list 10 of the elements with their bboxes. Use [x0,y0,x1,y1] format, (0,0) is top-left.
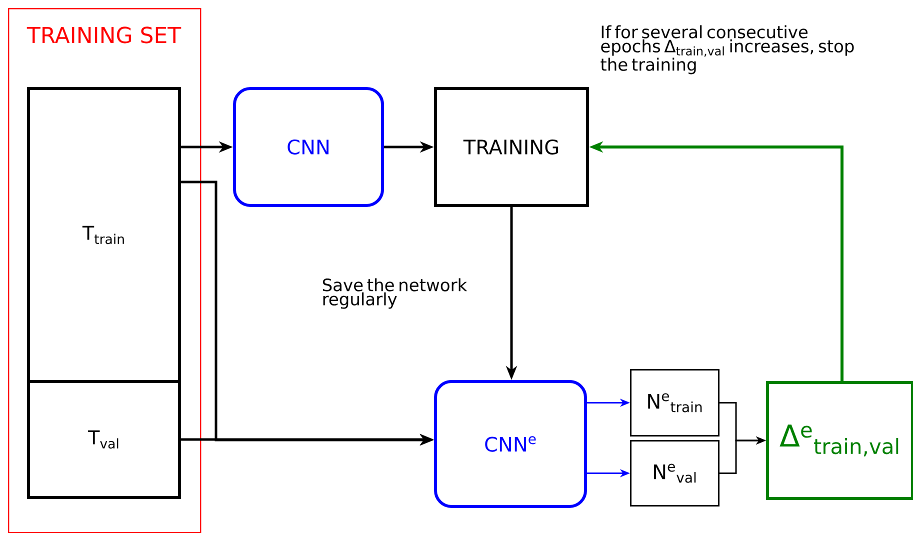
data-box: T$_{train}$ [27,87,181,383]
process-box: CNN$^{e}$ [434,380,587,508]
process-box: TRAINING [434,87,589,207]
data-box: T$_{val}$ [27,380,181,499]
output-box: N$^{e}$train [630,369,720,436]
edge-label: Save the network regularly [322,278,468,309]
output-box: N$^{e}$val [630,440,720,506]
note-text: If for several consecutive epochs Δ$_{train,val}$ increases, stop the training [600,25,854,74]
process-box: CNN [233,87,384,207]
difference-box: Δ$^{e}$train,val [766,381,913,500]
